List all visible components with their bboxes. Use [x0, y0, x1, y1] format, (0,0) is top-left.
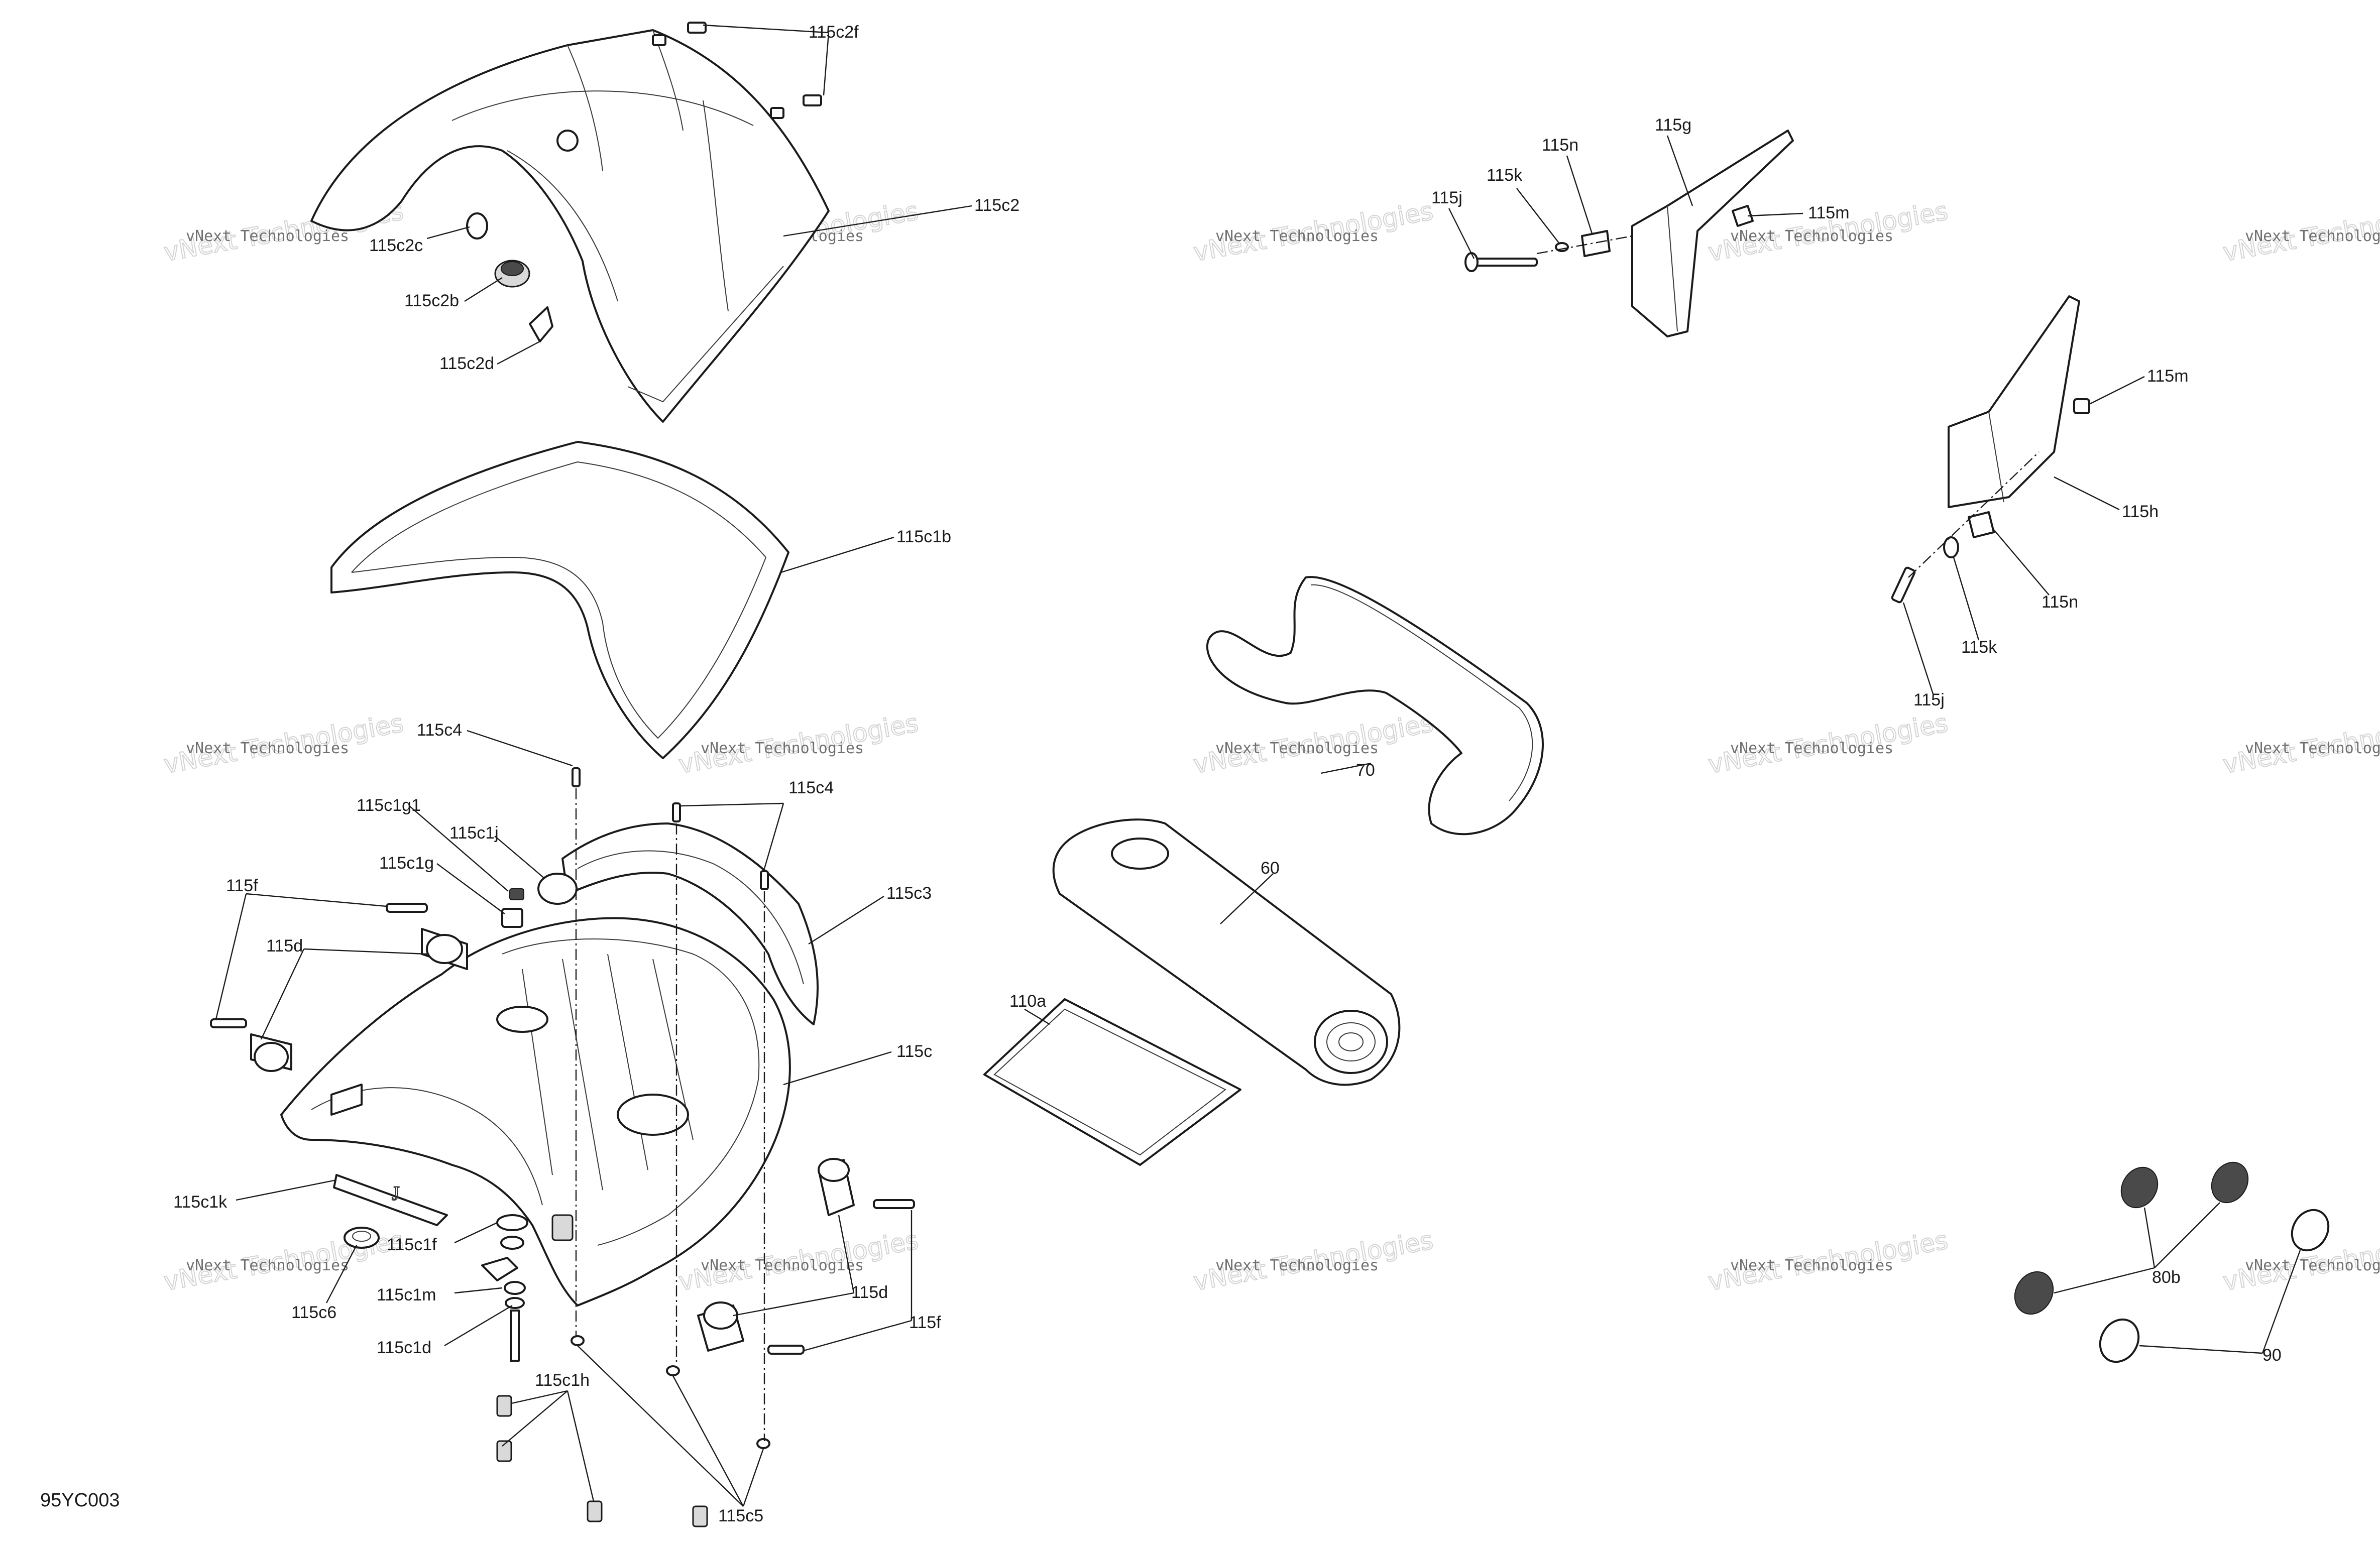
svg-text:vNext Technologies: vNext Technologies	[186, 1257, 349, 1274]
callout-115c1h: 115c1h	[535, 1371, 590, 1390]
callout-115d: 115d	[851, 1283, 888, 1302]
bracket-115h	[1948, 295, 2090, 508]
svg-text:vNext Technologies: vNext Technologies	[186, 740, 349, 757]
callout-115c1f: 115c1f	[387, 1235, 437, 1254]
callout-115k: 115k	[1961, 638, 1997, 657]
svg-text:vNext Technologies: vNext Technologies	[1215, 740, 1379, 757]
callout-70: 70	[1356, 761, 1375, 780]
callout-115c1k: 115c1k	[173, 1193, 228, 1212]
clip-115c2f	[652, 22, 822, 119]
callout-115c1m: 115c1m	[377, 1285, 436, 1304]
callout-115n: 115n	[2042, 592, 2078, 612]
callout-110a: 110a	[1009, 992, 1046, 1011]
callout-115h: 115h	[2122, 502, 2159, 521]
hardware-115-upper	[1464, 230, 1611, 272]
hardware-115c2	[466, 212, 553, 342]
svg-text:vNext Technologies: vNext Technologies	[1730, 227, 1893, 245]
callout-115c3: 115c3	[886, 884, 932, 903]
callout-80b: 80b	[2152, 1268, 2181, 1287]
callout-115j: 115j	[1913, 690, 1945, 709]
callout-115f: 115f	[226, 876, 258, 895]
spacers-left	[210, 903, 468, 1072]
callout-115c2d: 115c2d	[439, 354, 494, 373]
callout-115n: 115n	[1542, 136, 1578, 155]
callout-115c1g: 115c1g	[379, 854, 434, 873]
callout-115c: 115c	[896, 1042, 932, 1061]
svg-text:vNext Technologies: vNext Technologies	[1730, 1257, 1893, 1274]
foam-roll-60	[1052, 818, 1401, 1086]
diagram-code: 95YC003	[40, 1490, 120, 1511]
caps-90	[2099, 1209, 2330, 1363]
callout-labels: 115c2f 115c2 115c2c 115c2b 115c2d 115c1b…	[173, 23, 2282, 1525]
callout-115m: 115m	[2147, 367, 2189, 386]
callout-115c2b: 115c2b	[404, 291, 459, 310]
lid-cover-115c2	[310, 29, 830, 423]
screws-and-feet	[496, 767, 770, 1527]
mat-110a	[983, 998, 1241, 1166]
hardware-stack-115c1	[481, 1214, 574, 1362]
callout-115m: 115m	[1808, 203, 1850, 222]
callout-115c4: 115c4	[417, 721, 462, 740]
callout-115j: 115j	[1431, 188, 1462, 207]
callout-115c1g1: 115c1g1	[357, 796, 421, 815]
svg-text:vNext Technologies: vNext Technologies	[2245, 1257, 2380, 1274]
callout-115c1b: 115c1b	[896, 527, 951, 546]
spacers-right	[697, 1158, 915, 1355]
svg-text:J: J	[392, 1182, 400, 1205]
callout-115d: 115d	[266, 936, 303, 956]
callout-115g: 115g	[1655, 115, 1691, 135]
callout-90: 90	[2262, 1346, 2282, 1365]
callout-115c5: 115c5	[718, 1506, 763, 1525]
callout-115c6: 115c6	[291, 1303, 336, 1322]
knobs-80b	[2014, 1161, 2249, 1315]
svg-text:vNext Technologies: vNext Technologies	[701, 1257, 864, 1274]
hardware-115-lower	[1891, 511, 1995, 604]
assembly-axes	[575, 235, 2039, 1441]
svg-text:vNext Technologies: vNext Technologies	[1215, 1257, 1379, 1274]
callout-115c1j: 115c1j	[449, 823, 499, 843]
callout-115c4: 115c4	[788, 778, 834, 797]
callout-115c1d: 115c1d	[377, 1338, 431, 1357]
plate-115c1k: J	[333, 1174, 448, 1226]
grommet-115c6	[344, 1227, 380, 1249]
seal-115c1b	[330, 441, 789, 759]
callout-115c2: 115c2	[974, 196, 1019, 215]
svg-text:vNext Technologies: vNext Technologies	[1730, 740, 1893, 757]
callout-115f: 115f	[909, 1313, 941, 1332]
callout-115k: 115k	[1487, 166, 1523, 185]
tub-115c	[280, 917, 791, 1307]
svg-text:vNext Technologies: vNext Technologies	[2245, 740, 2380, 757]
callout-115c2c: 115c2c	[369, 236, 423, 255]
leader-lines	[215, 24, 2301, 1507]
wire-frame-70	[1206, 576, 1544, 836]
cap-nuts-115c1	[501, 873, 578, 928]
svg-text:vNext Technologies: vNext Technologies	[186, 227, 349, 245]
svg-text:vNext Technologies: vNext Technologies	[701, 740, 864, 757]
rim-115c3	[561, 822, 819, 1025]
callout-60: 60	[1261, 859, 1280, 878]
callout-115c2f: 115c2f	[809, 23, 859, 42]
svg-text:vNext Technologies: vNext Technologies	[1215, 227, 1379, 245]
svg-text:vNext Technologies: vNext Technologies	[2245, 227, 2380, 245]
bracket-115g	[1631, 130, 1794, 337]
